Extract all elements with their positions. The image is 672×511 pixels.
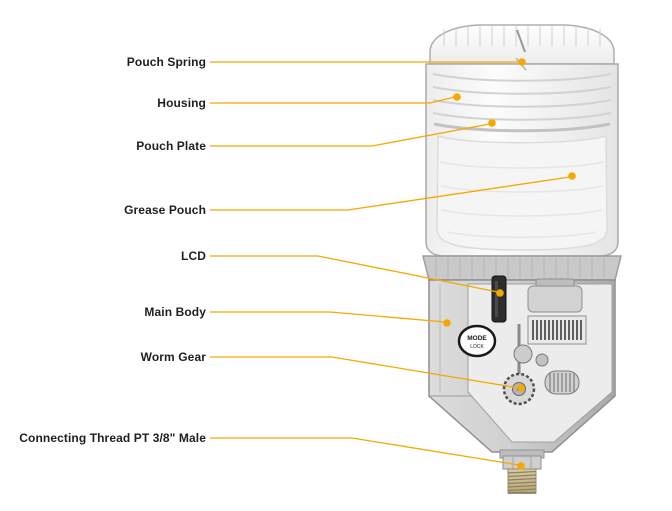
leader-grease-pouch (210, 176, 571, 211)
leader-dots (443, 58, 576, 470)
gear-train (513, 324, 549, 374)
housing-dome (425, 57, 619, 257)
motor (527, 278, 583, 313)
label-housing: Housing (157, 96, 206, 110)
dot-pouch-spring (518, 58, 526, 66)
label-pouch-plate: Pouch Plate (136, 139, 206, 153)
label-worm-gear: Worm Gear (140, 350, 206, 364)
dot-pouch-plate (488, 119, 496, 127)
dot-worm-gear (517, 384, 525, 392)
leader-lcd (210, 255, 499, 293)
lcd-screen (491, 275, 507, 323)
pouch-spring-coils (432, 57, 612, 121)
grease-pouch-shape (436, 135, 608, 251)
housing-cap (429, 24, 615, 65)
label-main-body: Main Body (144, 305, 206, 319)
leader-main-body (210, 311, 446, 323)
worm-screw (544, 370, 580, 395)
mode-lock-button: MODE LOCK (457, 324, 497, 358)
connecting-thread-shape (499, 449, 545, 494)
label-pouch-spring: Pouch Spring (126, 55, 206, 69)
pouch-plate-shape (433, 122, 611, 133)
dot-grease-pouch (568, 172, 576, 180)
dot-connecting-thread (517, 462, 525, 470)
dot-housing (453, 93, 461, 101)
dot-lcd (496, 289, 504, 297)
dot-main-body (443, 319, 451, 327)
label-connecting-thread: Connecting Thread PT 3/8" Male (19, 431, 206, 445)
mode-button-text: MODE (467, 335, 487, 342)
leader-pouch-plate (210, 123, 491, 147)
leader-lines (210, 61, 571, 466)
leader-housing (210, 96, 456, 104)
lock-button-text: LOCK (470, 344, 484, 350)
leader-connecting-thread (210, 437, 520, 466)
battery-pack (527, 315, 587, 345)
label-lcd: LCD (181, 249, 206, 263)
leader-worm-gear (210, 356, 520, 389)
collar-ring (422, 255, 622, 281)
label-grease-pouch: Grease Pouch (124, 203, 206, 217)
